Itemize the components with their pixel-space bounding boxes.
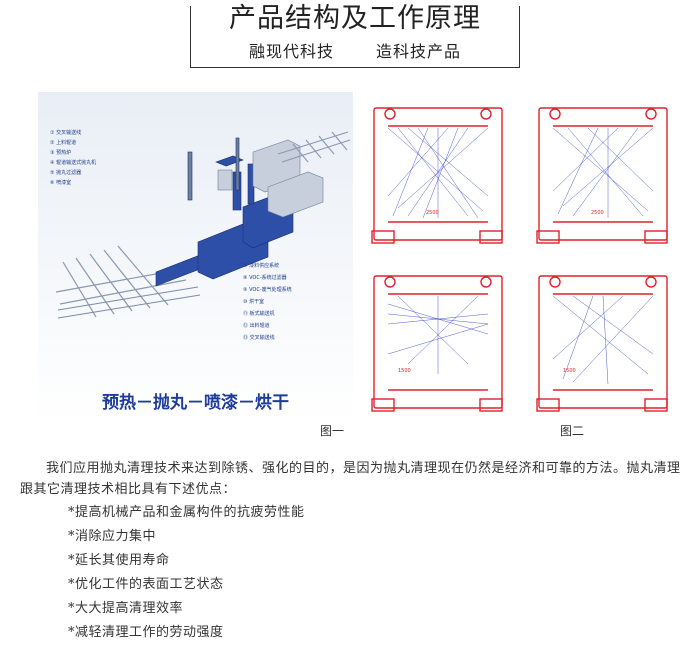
output-conveyor bbox=[277, 131, 351, 163]
shot-blast-machine bbox=[155, 137, 294, 287]
legend-bottom: ⑦ 漆料供应系统 ⑧ VOC-系统过滤器 ⑨ VOC-废气处理系统 ⑩ 烘干室 … bbox=[243, 262, 292, 341]
chamber-bottom-right: 1500 bbox=[536, 275, 668, 412]
subtitle-right: 造科技产品 bbox=[376, 42, 462, 61]
figure1-caption: 图一 bbox=[320, 424, 345, 438]
legend-top-item: ③ 预热炉 bbox=[50, 149, 71, 156]
subtitle-left: 融现代科技 bbox=[248, 42, 334, 61]
chamber-dim-label: 1500 bbox=[563, 368, 576, 374]
legend-bottom-item: ⑩ 烘干室 bbox=[243, 298, 264, 305]
list-item: *延长其使用寿命 bbox=[68, 553, 170, 568]
list-item: *大大提高清理效率 bbox=[68, 601, 184, 616]
legend-top-item: ⑤ 抛丸过滤器 bbox=[50, 169, 81, 176]
legend-bottom-item: ⑪ 板式输送机 bbox=[243, 310, 275, 317]
chamber-dim-label: 2500 bbox=[426, 210, 439, 216]
legend-top-item: ② 上料辊道 bbox=[50, 139, 76, 146]
chamber-dim-label: 1500 bbox=[398, 368, 411, 374]
legend-bottom-item: ⑨ VOC-废气处理系统 bbox=[243, 286, 292, 293]
list-item: *减轻清理工作的劳动强度 bbox=[68, 625, 224, 640]
legend-bottom-item: ⑬ 交叉输送线 bbox=[243, 334, 275, 341]
intro-paragraph: 我们应用抛丸清理技术来达到除锈、强化的目的，是因为抛丸清理现在仍然是经济和可靠的… bbox=[20, 461, 681, 497]
list-item: *提高机械产品和金属构件的抗疲劳性能 bbox=[68, 505, 305, 520]
legend-bottom-item: ⑫ 出料辊道 bbox=[243, 322, 270, 329]
roller-line bbox=[57, 286, 201, 319]
chamber-top-right: 2500 bbox=[536, 107, 668, 244]
legend-bottom-item: ⑦ 漆料供应系统 bbox=[243, 262, 279, 269]
legend-top-item: ④ 辊道输送式抛丸机 bbox=[50, 159, 96, 166]
page-title-text: 产品结构及工作原理 bbox=[223, 3, 487, 34]
list-item: *消除应力集中 bbox=[68, 529, 157, 544]
legend-top: ① 交叉输送线 ② 上料辊道 ③ 预热炉 ④ 辊道输送式抛丸机 ⑤ 抛丸过滤器 … bbox=[50, 129, 96, 186]
production-line-illustration: ① 交叉输送线 ② 上料辊道 ③ 预热炉 ④ 辊道输送式抛丸机 ⑤ 抛丸过滤器 … bbox=[38, 92, 353, 422]
list-item: *优化工件的表面工艺状态 bbox=[68, 577, 224, 592]
advantages-list: *提高机械产品和金属构件的抗疲劳性能 *消除应力集中 *延长其使用寿命 *优化工… bbox=[68, 501, 305, 645]
upper-structure bbox=[217, 139, 324, 218]
title-frame bbox=[190, 6, 520, 68]
blast-chamber-diagrams: 2500 2500 bbox=[371, 107, 668, 412]
chamber-bottom-left: 1500 bbox=[371, 275, 503, 412]
page-title: 产品结构及工作原理 bbox=[190, 3, 520, 35]
process-banner: 预热－抛丸－喷漆－烘干 bbox=[102, 392, 289, 413]
page-subtitle: 融现代科技 造科技产品 bbox=[190, 38, 520, 62]
legend-top-item: ① 交叉输送线 bbox=[50, 129, 81, 136]
figure2-caption: 图二 bbox=[560, 424, 585, 438]
chamber-dim-label: 2500 bbox=[591, 210, 604, 216]
legend-top-item: ⑥ 喷漆室 bbox=[50, 179, 71, 186]
figure-blast-chambers: 2500 2500 bbox=[368, 96, 683, 422]
chamber-top-left: 2500 bbox=[371, 107, 503, 244]
figure-production-line: ① 交叉输送线 ② 上料辊道 ③ 预热炉 ④ 辊道输送式抛丸机 ⑤ 抛丸过滤器 … bbox=[38, 92, 353, 422]
legend-bottom-item: ⑧ VOC-系统过滤器 bbox=[243, 274, 287, 281]
